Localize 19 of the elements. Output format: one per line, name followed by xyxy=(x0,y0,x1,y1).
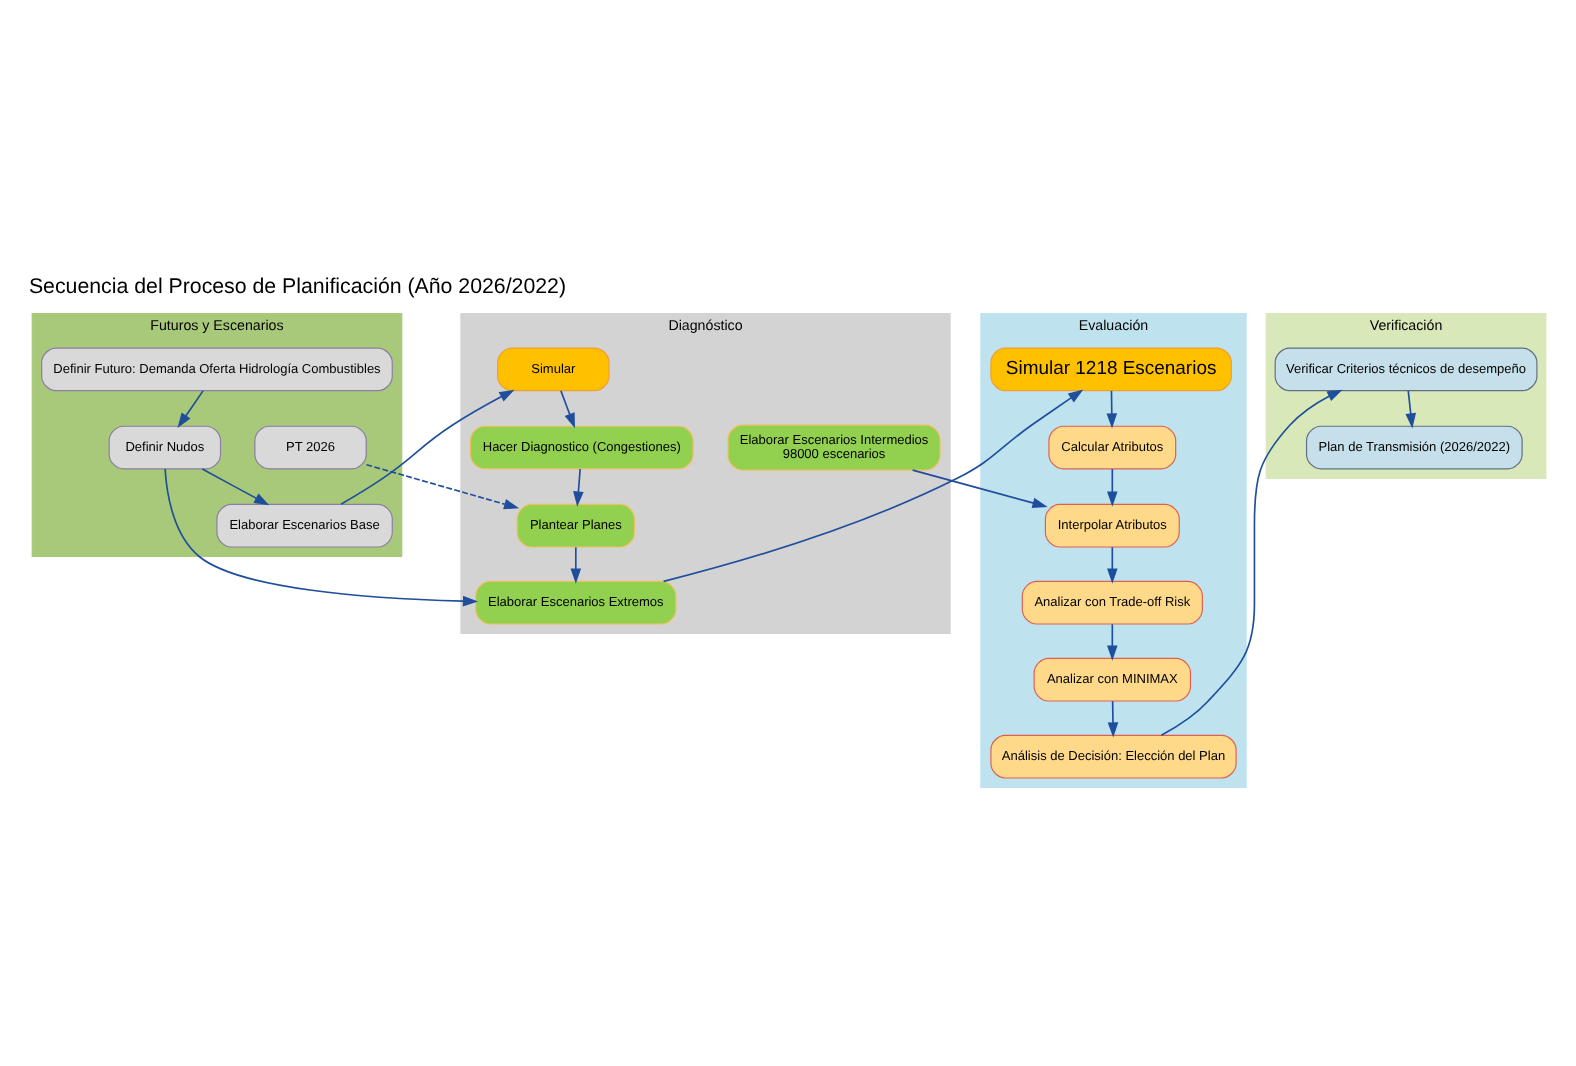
arrow xyxy=(176,389,203,428)
node-box: Simular 1218 Escenarios xyxy=(989,346,1231,391)
arrow xyxy=(364,462,519,509)
arrow xyxy=(661,388,1083,582)
arrow xyxy=(1106,545,1117,583)
arrow xyxy=(1105,389,1117,428)
arrow xyxy=(559,389,574,428)
arrow xyxy=(1159,388,1342,736)
arrow xyxy=(910,468,1047,508)
diagram-title: Secuencia del Proceso de Planificación (Año 2026/2022) xyxy=(27,273,566,298)
arrow xyxy=(569,545,581,583)
arrow xyxy=(1106,622,1117,660)
arrow xyxy=(200,467,269,505)
arrow xyxy=(163,467,478,606)
arrow xyxy=(1106,699,1118,737)
arrow xyxy=(572,467,583,506)
arrow xyxy=(1404,389,1415,428)
arrow xyxy=(1106,467,1117,506)
arrow xyxy=(339,388,514,505)
